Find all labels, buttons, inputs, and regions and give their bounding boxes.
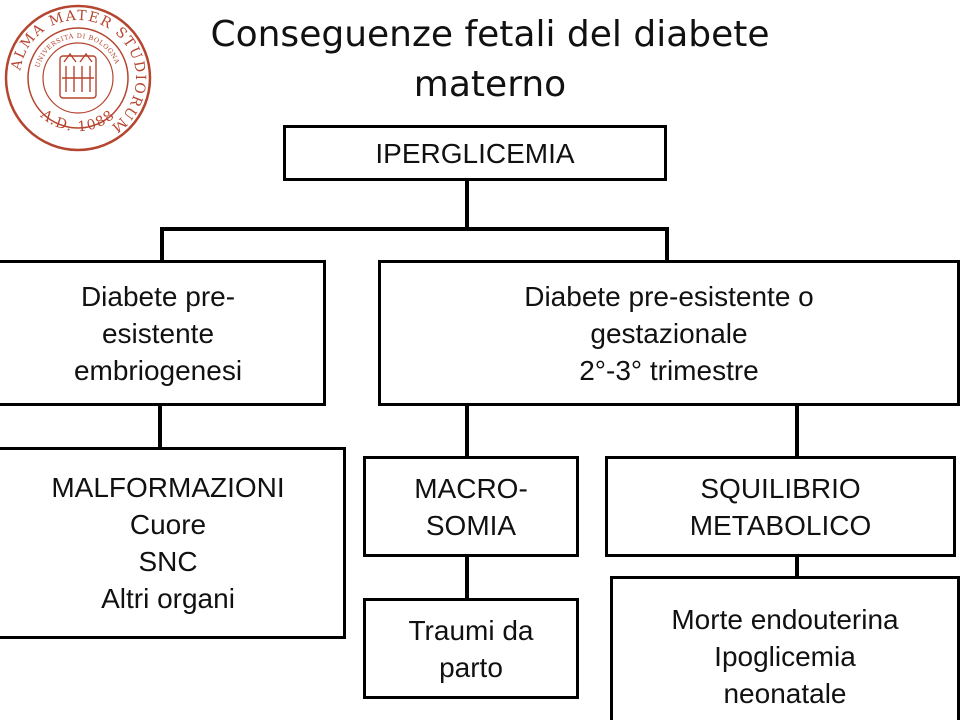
box-text-line: embriogenesi [73, 354, 243, 386]
connector-gest-to-squilibrio [795, 404, 799, 458]
box-macrosomia: MACRO- SOMIA [363, 456, 579, 557]
connector-squilibrio-to-morte [795, 556, 799, 578]
box-text-line: Ipoglicemia [714, 640, 856, 672]
box-text-line: 2°-3° trimestre [579, 354, 759, 386]
connector-root-down [465, 180, 469, 228]
slide-title: Conseguenze fetali del diabete materno [190, 10, 790, 110]
box-traumi-da-parto: Traumi da parto [363, 598, 579, 699]
connector-root-horizontal [160, 227, 669, 231]
box-text-line: SOMIA [425, 509, 517, 541]
crest-icon [59, 52, 97, 99]
title-line-1: Conseguenze fetali del diabete [210, 14, 770, 55]
box-text-line: SNC [138, 546, 198, 577]
box-text-line: Altri organi [101, 583, 235, 614]
university-seal-logo: ALMA MATER STUDIORUM UNIVERSITÀ DI BOLOG… [4, 4, 152, 152]
box-text-line: IPERGLICEMIA [375, 137, 575, 169]
connector-right-branch [665, 227, 669, 261]
box-text-line: gestazionale [590, 317, 748, 349]
box-text-line: neonatale [723, 677, 847, 709]
box-diabete-pre-esistente: Diabete pre-esistente embriogenesi [0, 260, 326, 406]
box-text-line: MACRO- [414, 472, 528, 504]
box-text-line: MALFORMAZIONI [51, 472, 285, 503]
box-iperglicemia: IPERGLICEMIA [283, 125, 667, 181]
box-text-line: parto [439, 651, 503, 683]
seal-date-text: A.D. 1088 [37, 106, 117, 135]
box-text-line: Diabete pre-esistente o [524, 280, 814, 312]
svg-text:A.D. 1088: A.D. 1088 [37, 106, 119, 135]
connector-pre-to-malformazioni [158, 404, 162, 449]
connector-gest-to-macrosomia [465, 404, 469, 458]
title-line-2: materno [413, 64, 567, 105]
box-text-line: Traumi da [408, 614, 534, 646]
box-squilibrio-metabolico: SQUILIBRIO METABOLICO [605, 456, 956, 557]
box-text-line: SQUILIBRIO [700, 472, 861, 504]
box-diabete-gestazionale: Diabete pre-esistente o gestazionale 2°-3°… [378, 260, 960, 406]
box-text-line: esistente [101, 317, 215, 349]
box-text-line: Cuore [129, 509, 207, 540]
box-text-line: Diabete pre- [80, 280, 236, 312]
connector-left-branch [160, 227, 164, 261]
connector-macrosomia-to-traumi [465, 556, 469, 600]
box-text-line: METABOLICO [689, 509, 872, 541]
box-text-line: Morte endouterina [671, 603, 899, 635]
